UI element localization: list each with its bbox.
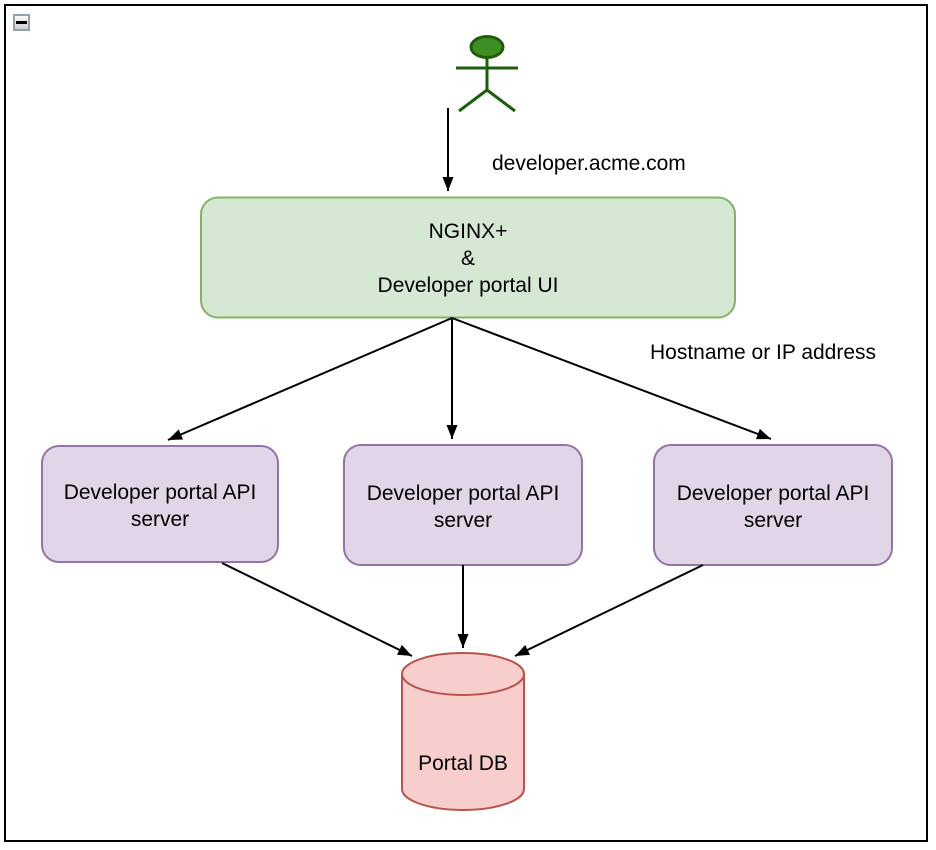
edge-label-request-host[interactable]: developer.acme.com [492, 152, 686, 175]
edge-label-hostname-note[interactable]: Hostname or IP address [650, 341, 876, 364]
api-server-3-box [653, 444, 893, 566]
node-api-server-2[interactable]: Developer portal API server [343, 444, 583, 566]
actor-leg-left [458, 88, 488, 113]
db-cylinder-top-rim [401, 673, 525, 696]
db-cylinder-body [401, 652, 525, 811]
node-gateway[interactable]: NGINX+ & Developer portal UI [200, 196, 736, 319]
api-server-2-box [343, 444, 583, 566]
edge-gateway-to-api1[interactable] [167, 317, 453, 441]
api-server-2-label-line2: server [434, 509, 492, 532]
gateway-label-line1: NGINX+ [429, 220, 508, 243]
user-actor-icon[interactable] [456, 35, 518, 113]
db-label: Portal DB [418, 752, 508, 775]
edge-gateway-to-api3[interactable] [451, 317, 772, 440]
api-server-1-box [41, 445, 279, 563]
api-server-1-label-line2: server [131, 508, 189, 531]
actor-leg-right [486, 88, 516, 113]
actor-head [469, 35, 505, 59]
minus-icon [16, 21, 27, 24]
edge-api1-to-db[interactable] [221, 562, 413, 657]
api-server-3-label-line1: Developer portal API [677, 482, 870, 505]
api-server-1-label-line1: Developer portal API [64, 481, 257, 504]
edge-api3-to-db[interactable] [514, 564, 704, 657]
node-api-server-1[interactable]: Developer portal API server [41, 445, 279, 563]
api-server-2-label-line1: Developer portal API [367, 482, 560, 505]
collapse-button[interactable] [13, 14, 30, 31]
gateway-label-line3: Developer portal UI [378, 274, 559, 297]
node-portal-db[interactable]: Portal DB [401, 652, 525, 811]
node-api-server-3[interactable]: Developer portal API server [653, 444, 893, 566]
gateway-label-line2: & [461, 247, 475, 270]
gateway-box [200, 196, 736, 319]
api-server-3-label-line2: server [744, 509, 802, 532]
